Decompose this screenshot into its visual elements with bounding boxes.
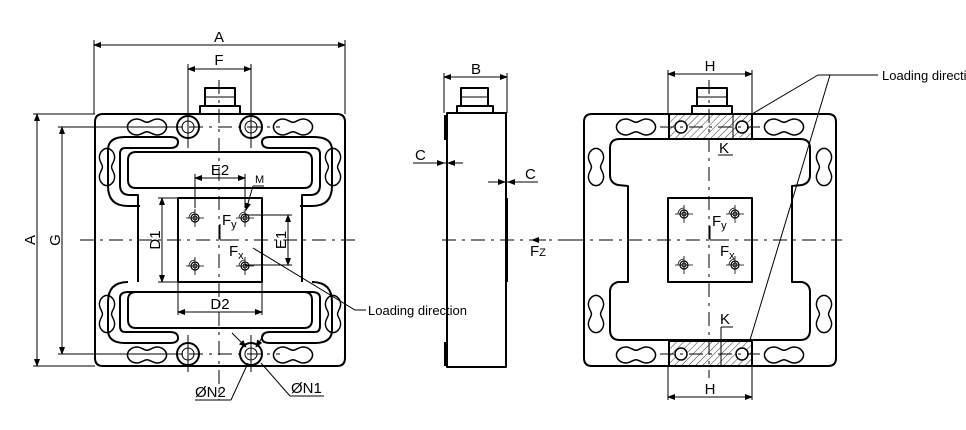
force-fy-label: Fy <box>222 212 237 231</box>
front-view: A F A G E2 M D1 E1 <box>22 29 467 401</box>
loading-direction-note-front: Loading direction <box>368 303 467 318</box>
dim-label-m: M <box>255 174 264 186</box>
force-fz-label: FZ <box>530 243 546 260</box>
dim-label-h-top: H <box>705 58 716 75</box>
dim-label-c-right: C <box>525 166 536 183</box>
connector <box>199 87 241 115</box>
dim-label-h-bottom: H <box>705 381 716 398</box>
rear-force-fx-label: Fx <box>720 243 735 262</box>
dim-label-b: B <box>471 61 481 78</box>
dim-label-c-left: C <box>415 147 426 164</box>
dim-label-n1: ØN1 <box>291 380 322 397</box>
thread-hole-icon <box>185 208 205 228</box>
loading-direction-note-rear: Loading direction <box>882 68 966 83</box>
rear-force-fy-label: Fy <box>712 213 727 232</box>
force-fx-label: Fx <box>229 243 244 262</box>
dim-label-f: F <box>214 52 223 69</box>
rear-outer-body <box>583 113 837 367</box>
dim-label-e2: E2 <box>211 162 229 179</box>
dim-label-e1: E1 <box>273 231 290 249</box>
thread-hole-icon <box>185 256 205 276</box>
dim-label-n2: ØN2 <box>195 384 226 401</box>
dim-label-a-vertical: A <box>22 235 39 245</box>
inner-frame-upper <box>119 136 333 280</box>
dim-label-d1: D1 <box>147 230 164 249</box>
dim-label-a: A <box>214 29 224 46</box>
rear-view: H K H K Fy Fx Loading direction <box>570 58 966 400</box>
thread-hole-icon <box>235 208 255 228</box>
dim-label-d2: D2 <box>210 296 229 313</box>
side-view: B C C FZ <box>413 61 570 368</box>
dim-label-k-top: K <box>719 140 729 157</box>
dim-label-g: G <box>47 234 64 246</box>
dim-label-k-bottom: K <box>720 311 730 328</box>
outer-body <box>94 113 346 367</box>
